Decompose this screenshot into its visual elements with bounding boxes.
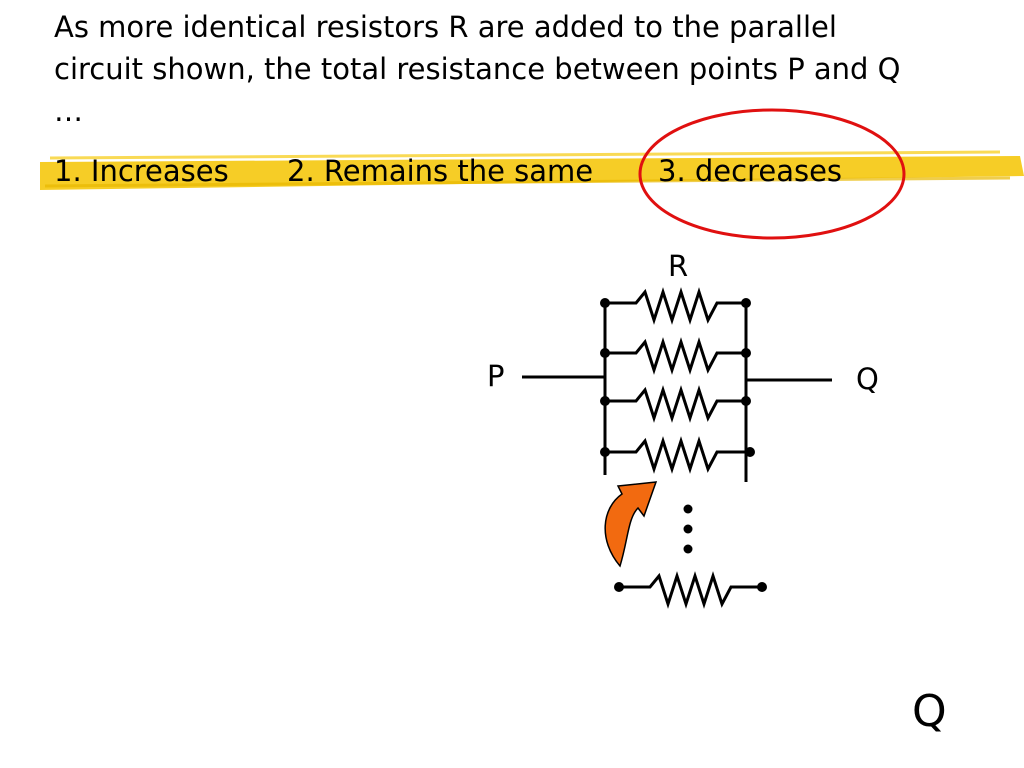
question-text: As more identical resistors R are added … — [54, 10, 901, 128]
answer-option-2[interactable]: 2. Remains the same — [287, 154, 594, 188]
node-dot — [741, 396, 751, 406]
resistor-1 — [605, 287, 746, 325]
resistor-label: R — [668, 249, 689, 283]
added-resistor — [619, 571, 762, 609]
vertical-dots-icon — [683, 504, 693, 554]
answer-option-1[interactable]: 1. Increases — [54, 154, 229, 188]
node-dot — [614, 582, 624, 592]
node-dot — [741, 348, 751, 358]
answer-options: 1. Increases 2. Remains the same 3. decr… — [54, 148, 1014, 194]
resistor-2 — [605, 337, 746, 375]
resistor-4 — [605, 436, 746, 474]
curved-arrow-icon — [604, 481, 658, 568]
resistor-3 — [605, 385, 746, 423]
point-q-label: Q — [856, 362, 879, 396]
node-dot — [741, 298, 751, 308]
selection-circle — [638, 108, 906, 240]
node-dot — [745, 447, 755, 457]
node-dot — [600, 447, 610, 457]
node-dot — [757, 582, 767, 592]
point-p-label: P — [487, 359, 505, 393]
node-dot — [600, 348, 610, 358]
answer-option-3[interactable]: 3. decreases — [658, 154, 843, 188]
node-dot — [600, 298, 610, 308]
slide-mark: Q — [912, 686, 947, 737]
node-dot — [600, 396, 610, 406]
